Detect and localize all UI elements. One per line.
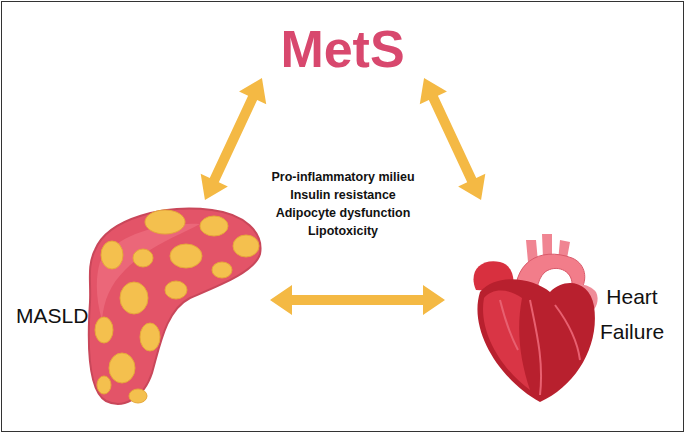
mechanism-label: Pro-inflammatory milieu bbox=[243, 168, 443, 186]
node-label: MASLD bbox=[16, 304, 100, 328]
heart-highlight bbox=[483, 291, 530, 391]
heart-node: Heart Failure bbox=[445, 200, 677, 405]
double-arrow bbox=[270, 285, 445, 315]
coronary-vessels bbox=[500, 300, 580, 395]
liver-highlight bbox=[97, 224, 200, 320]
node-label: Heart Failure bbox=[590, 279, 674, 349]
mechanism-label: Adipocyte dysfunction bbox=[243, 204, 443, 222]
mechanism-label: Lipotoxicity bbox=[243, 222, 443, 240]
fat-deposits bbox=[95, 210, 259, 403]
liver-illustration bbox=[89, 209, 261, 404]
double-arrow bbox=[201, 78, 267, 200]
double-arrow bbox=[420, 78, 486, 200]
liver-shape bbox=[89, 209, 261, 404]
mechanism-list: Pro-inflammatory milieuInsulin resistanc… bbox=[243, 168, 443, 240]
heart-illustration bbox=[473, 234, 597, 402]
liver-node: MASLD bbox=[12, 200, 270, 410]
mechanism-label: Insulin resistance bbox=[243, 186, 443, 204]
heart-body bbox=[477, 279, 594, 402]
node-title-metS: MetS bbox=[255, 8, 430, 78]
node-label: MetS bbox=[255, 19, 430, 79]
